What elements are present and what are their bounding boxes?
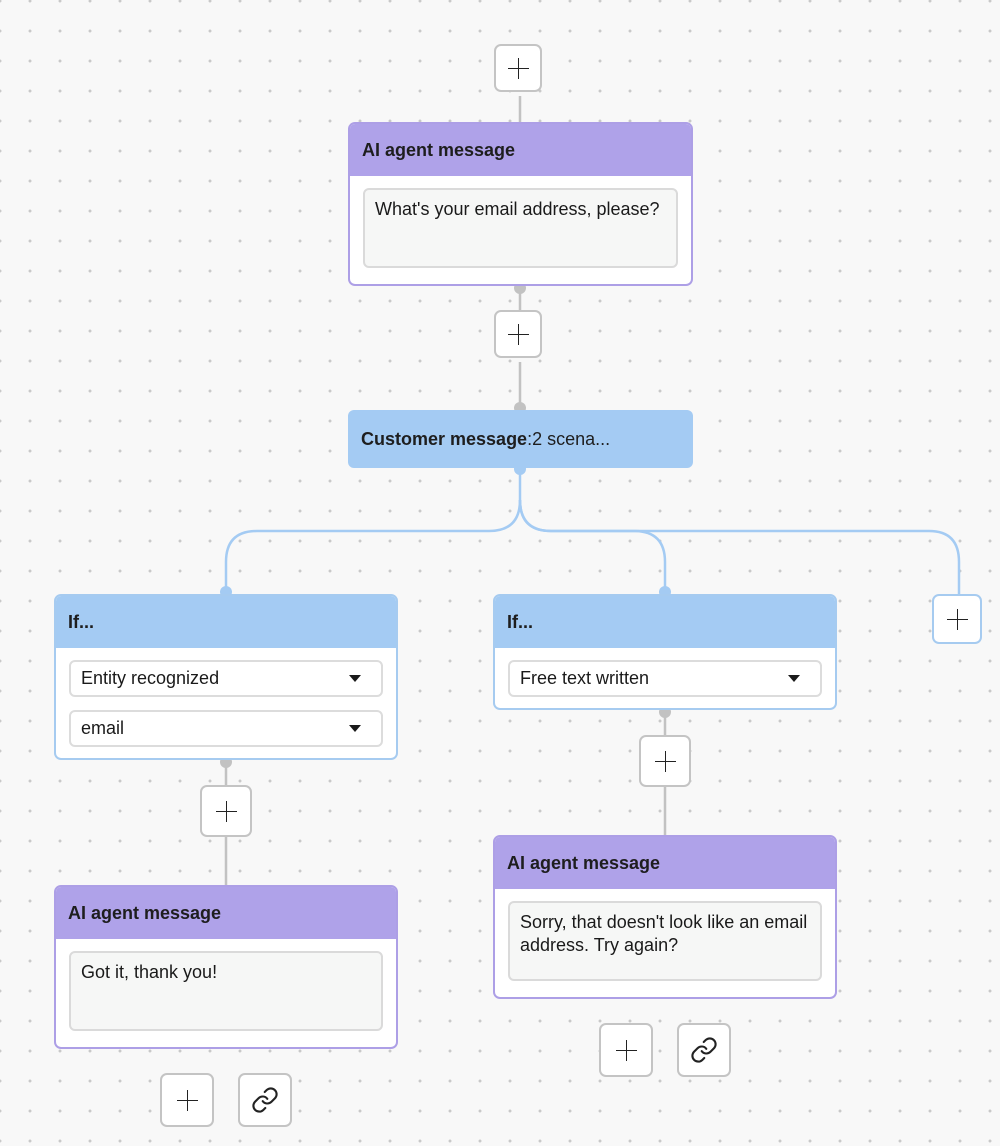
condition-node-left[interactable]: If... Entity recognized email: [54, 594, 398, 760]
agent-message-text[interactable]: Got it, thank you!: [69, 951, 383, 1031]
agent-message-text[interactable]: Sorry, that doesn't look like an email a…: [508, 901, 822, 981]
condition-type-select[interactable]: Free text written: [508, 660, 822, 697]
entity-value: email: [81, 718, 125, 738]
agent-message-node[interactable]: AI agent message What's your email addre…: [348, 122, 693, 286]
agent-message-header: AI agent message: [350, 124, 691, 176]
add-scenario-button[interactable]: [932, 594, 982, 644]
condition-node-right[interactable]: If... Free text written: [493, 594, 837, 710]
link-icon: [252, 1087, 278, 1113]
customer-message-title: Customer message: [361, 428, 528, 449]
condition-type-value: Free text written: [520, 668, 650, 688]
link-icon: [691, 1037, 717, 1063]
customer-message-separator: :: [527, 428, 533, 449]
agent-message-header: AI agent message: [495, 837, 835, 889]
customer-message-summary: 2 scena...: [532, 428, 611, 449]
caret-down-icon: [349, 675, 361, 682]
agent-message-node-right[interactable]: AI agent message Sorry, that doesn't loo…: [493, 835, 837, 999]
agent-message-node-left[interactable]: AI agent message Got it, thank you!: [54, 885, 398, 1049]
agent-message-header: AI agent message: [56, 887, 396, 939]
plus-icon: [507, 323, 529, 345]
add-step-button-right-bottom[interactable]: [599, 1023, 653, 1077]
add-step-button-left-bottom[interactable]: [160, 1073, 214, 1127]
add-step-button[interactable]: [494, 310, 542, 358]
customer-message-node[interactable]: Customer message:2 scena...: [348, 410, 693, 468]
link-step-button-right[interactable]: [677, 1023, 731, 1077]
condition-header: If...: [495, 596, 835, 648]
link-step-button-left[interactable]: [238, 1073, 292, 1127]
condition-type-select[interactable]: Entity recognized: [69, 660, 383, 697]
add-step-button-left[interactable]: [200, 785, 252, 837]
plus-icon: [215, 800, 237, 822]
agent-message-text[interactable]: What's your email address, please?: [363, 188, 678, 268]
plus-icon: [507, 57, 529, 79]
caret-down-icon: [788, 675, 800, 682]
add-step-button-top[interactable]: [494, 44, 542, 92]
plus-icon: [615, 1039, 637, 1061]
plus-icon: [176, 1089, 198, 1111]
entity-select[interactable]: email: [69, 710, 383, 747]
plus-icon: [946, 608, 968, 630]
add-step-button-right[interactable]: [639, 735, 691, 787]
plus-icon: [654, 750, 676, 772]
connector-branch-right: [518, 499, 667, 594]
caret-down-icon: [349, 725, 361, 732]
condition-type-value: Entity recognized: [81, 668, 220, 688]
condition-header: If...: [56, 596, 396, 648]
connector-branch-left: [224, 468, 522, 594]
connector-branch-add: [518, 499, 961, 594]
